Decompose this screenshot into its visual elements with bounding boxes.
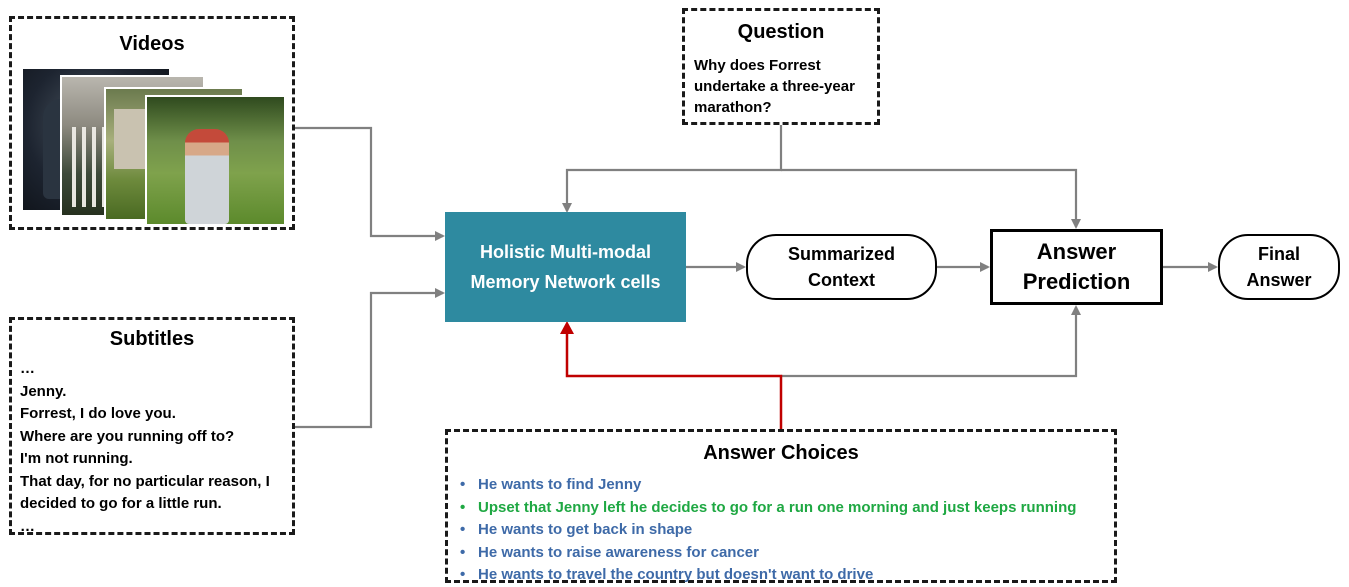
bullet-icon: • bbox=[460, 476, 466, 493]
summarized-context-line1: Summarized bbox=[787, 244, 896, 264]
answer-prediction-line2: Prediction bbox=[1022, 269, 1131, 294]
bullet-icon: • bbox=[460, 543, 466, 561]
runner-image bbox=[185, 129, 229, 224]
answer-choice-item: • He wants to get back in shape bbox=[460, 519, 1076, 542]
subtitle-line: Forrest, I do love you. bbox=[20, 405, 176, 422]
subtitle-line: … bbox=[20, 360, 35, 377]
bullet-icon: • bbox=[460, 566, 466, 583]
answer-choices-panel: Answer Choices • He wants to find Jenny •… bbox=[445, 429, 1117, 583]
question-title: Question bbox=[737, 21, 825, 43]
memory-cell-line2: Memory Network cells bbox=[470, 272, 661, 292]
answer-choice-text: He wants to travel the country but doesn… bbox=[478, 566, 874, 583]
arrow-question-split bbox=[562, 124, 783, 213]
bullet-icon: • bbox=[460, 498, 466, 516]
summarized-context-line2: Context bbox=[807, 270, 875, 290]
memory-cell-line1: Holistic Multi-modal bbox=[479, 242, 651, 262]
summarized-context-node: Summarized Context bbox=[746, 234, 937, 300]
answer-choice-item: • He wants to travel the country but does… bbox=[460, 564, 1076, 587]
final-answer-node: Final Answer bbox=[1218, 234, 1340, 300]
answer-prediction-node: Answer Prediction bbox=[990, 229, 1163, 305]
videos-title: Videos bbox=[119, 33, 185, 55]
arrow-choices-to-prediction bbox=[781, 305, 1081, 378]
arrow-question-to-prediction bbox=[781, 168, 1081, 229]
final-answer-line2: Answer bbox=[1246, 270, 1312, 290]
subtitle-line: … bbox=[20, 517, 35, 535]
red-arrowhead bbox=[560, 321, 574, 334]
subtitle-line: Jenny. bbox=[20, 382, 67, 400]
bullet-icon: • bbox=[460, 521, 466, 538]
answer-choice-text: He wants to get back in shape bbox=[478, 521, 693, 538]
subtitle-line: That day, for no particular reason, I bbox=[20, 472, 270, 490]
answer-prediction-line1: Answer bbox=[1036, 239, 1117, 264]
final-answer-line1: Final bbox=[1257, 244, 1300, 264]
memory-network-cell: Holistic Multi-modal Memory Network cell… bbox=[445, 212, 686, 322]
question-text: Why does Forrest undertake a three-year … bbox=[694, 55, 855, 118]
answer-choices-title: Answer Choices bbox=[703, 442, 859, 464]
answer-choice-text: He wants to find Jenny bbox=[478, 476, 642, 493]
arrow-videos-to-memory bbox=[293, 126, 445, 241]
subtitles-text: … Jenny. Forrest, I do love you. Where a… bbox=[20, 358, 270, 538]
video-frame-4 bbox=[145, 95, 286, 226]
question-line: marathon? bbox=[694, 99, 772, 116]
answer-choice-item: • He wants to raise awareness for cancer bbox=[460, 542, 1076, 565]
subtitles-panel: Subtitles … Jenny. Forrest, I do love yo… bbox=[9, 317, 295, 535]
subtitles-title: Subtitles bbox=[109, 328, 195, 350]
answer-choice-text: He wants to raise awareness for cancer bbox=[478, 543, 759, 561]
subtitle-line: Where are you running off to? bbox=[20, 427, 235, 445]
arrow-subtitles-to-memory bbox=[293, 288, 445, 429]
question-panel: Question Why does Forrest undertake a th… bbox=[682, 8, 880, 125]
question-line: Why does Forrest bbox=[694, 57, 821, 74]
videos-panel: Videos bbox=[9, 16, 295, 230]
subtitle-line: I'm not running. bbox=[20, 450, 133, 467]
subtitle-line: decided to go for a little run. bbox=[20, 495, 222, 512]
answer-choice-item-correct: • Upset that Jenny left he decides to go … bbox=[460, 497, 1076, 520]
answer-choice-item: • He wants to find Jenny bbox=[460, 474, 1076, 497]
question-line: undertake a three-year bbox=[694, 78, 855, 95]
answer-choice-text: Upset that Jenny left he decides to go f… bbox=[478, 498, 1077, 516]
arrow-choices-to-memory bbox=[565, 332, 783, 429]
answer-choices-list: • He wants to find Jenny • Upset that Jenn… bbox=[460, 474, 1076, 587]
